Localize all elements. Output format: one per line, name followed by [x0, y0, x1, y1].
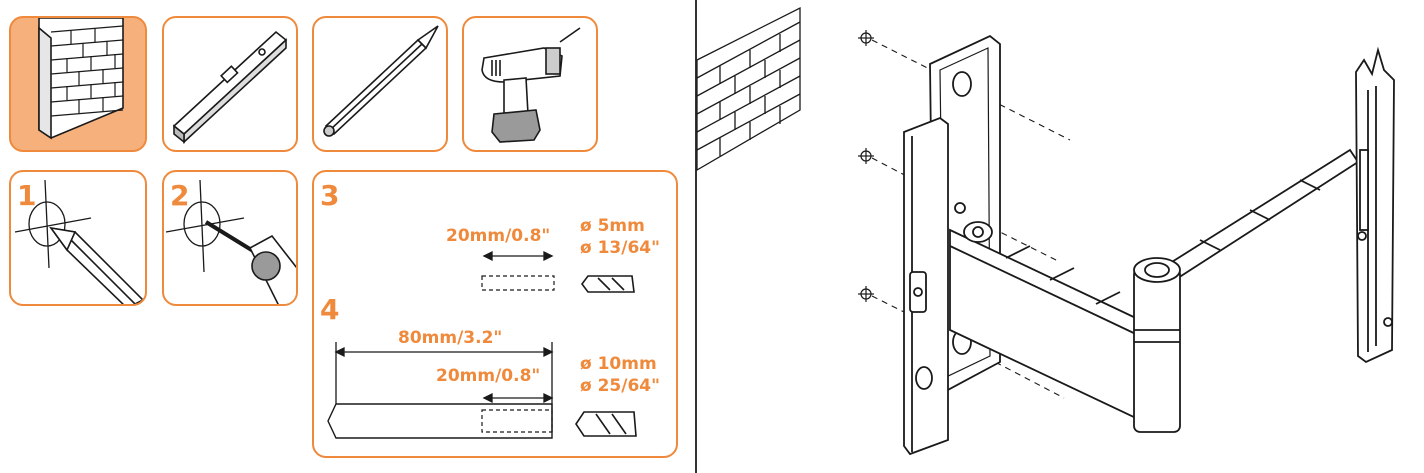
step4-bit-imperial: ø 25/64" — [580, 376, 660, 396]
drill-bit-icon — [204, 220, 296, 304]
step3-depth-label: 20mm/0.8" — [446, 226, 551, 246]
step3-bit-imperial: ø 13/64" — [580, 238, 660, 258]
front-bracket-bar — [903, 116, 949, 456]
crosshair-icon — [858, 30, 874, 302]
power-drill-icon — [481, 27, 581, 143]
tool-panel-level — [162, 16, 298, 152]
pivot-cylinder — [1133, 257, 1181, 433]
step4-total-depth-label: 80mm/3.2" — [398, 328, 503, 348]
step-number-3: 3 — [320, 179, 340, 212]
tool-panel-pencil — [312, 16, 448, 152]
spirit-level-icon — [172, 30, 288, 144]
step3-bit-metric: ø 5mm — [580, 216, 645, 236]
step-panel-1: 1 — [9, 170, 147, 306]
small-drill-bit-icon — [581, 275, 635, 293]
section-divider — [695, 0, 697, 473]
step4-depth-label: 20mm/0.8" — [436, 366, 541, 386]
step-number: 1 — [17, 179, 37, 212]
pencil-icon — [49, 226, 145, 304]
tv-bracket — [1355, 46, 1395, 364]
brick-wall-icon — [696, 6, 801, 172]
large-drill-bit-icon — [575, 411, 637, 437]
tool-panel-drill — [462, 16, 598, 152]
step-panel-2: 2 — [162, 170, 298, 306]
pencil-icon — [323, 25, 439, 137]
tool-panel-wall — [9, 16, 147, 152]
mark-hole-illustration — [14, 179, 145, 304]
step-panel-3-4: 3 20mm/0.8" ø 5mm ø 13/64" 4 80mm/3.2" 2… — [312, 170, 678, 458]
step4-bit-metric: ø 10mm — [580, 354, 657, 374]
brick-wall-icon — [38, 18, 124, 140]
drill-hole-illustration — [165, 179, 296, 304]
step-number: 2 — [170, 179, 190, 212]
step-number-4: 4 — [320, 293, 340, 326]
drilling-specs-illustration — [327, 250, 637, 439]
